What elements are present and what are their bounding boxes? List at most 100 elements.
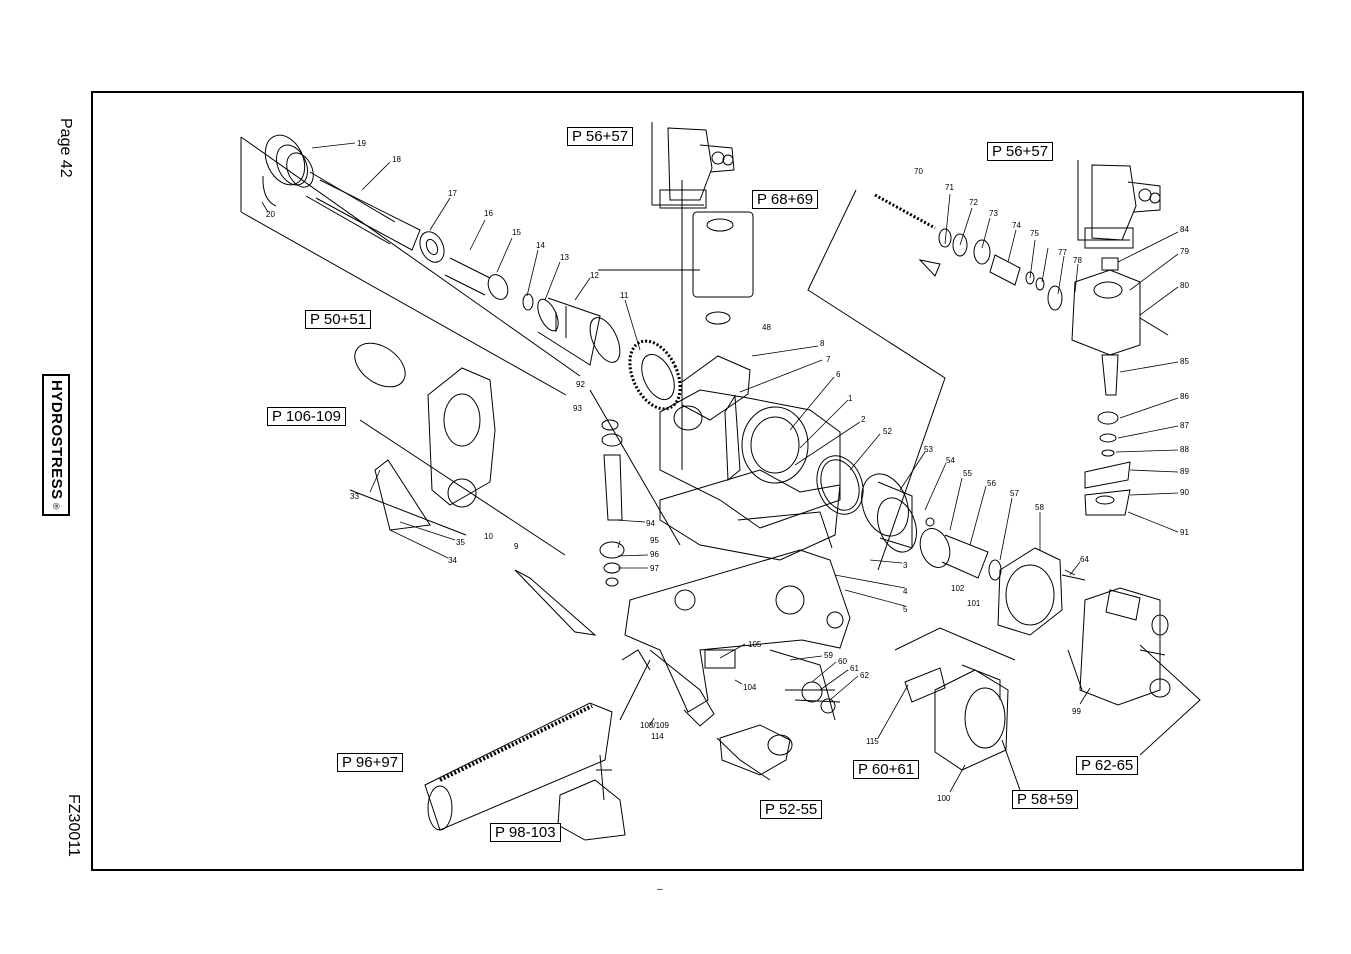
part-54: 54 xyxy=(946,456,955,465)
valve-block-icon xyxy=(1067,587,1201,756)
part-73: 73 xyxy=(989,209,998,218)
part-33: 33 xyxy=(350,492,359,501)
ref-p50-51: P 50+51 xyxy=(305,310,372,329)
part-84: 84 xyxy=(1180,225,1189,234)
part-86: 86 xyxy=(1180,392,1189,401)
part-85: 85 xyxy=(1180,357,1189,366)
gearbox-housing-icon xyxy=(598,180,841,561)
part-4: 4 xyxy=(903,587,908,596)
part-2: 2 xyxy=(861,415,866,424)
part-6: 6 xyxy=(836,370,841,379)
part-55: 55 xyxy=(963,469,972,478)
part-11: 11 xyxy=(620,291,629,300)
drawing-frame xyxy=(91,91,1304,871)
shaft-assembly-icon xyxy=(240,134,621,396)
gear-train-icon xyxy=(807,189,1063,571)
part-75: 75 xyxy=(1030,229,1039,238)
part-78: 78 xyxy=(1073,256,1082,265)
part-53: 53 xyxy=(924,445,933,454)
part-100: 100 xyxy=(937,794,951,803)
part-94: 94 xyxy=(646,519,655,528)
ref-p106-109: P 106-109 xyxy=(267,407,346,426)
part-1: 1 xyxy=(848,394,853,403)
part-12: 12 xyxy=(590,271,599,280)
part-97: 97 xyxy=(650,564,659,573)
part-62: 62 xyxy=(860,671,869,680)
hydraulic-motor-icon xyxy=(651,122,735,209)
part-92: 92 xyxy=(576,380,585,389)
ref-p58-59: P 58+59 xyxy=(1012,790,1079,809)
part-77: 77 xyxy=(1058,248,1067,257)
part-numbers: 19 18 20 17 16 15 14 13 12 11 48 8 7 6 1… xyxy=(266,139,1189,803)
part-5: 5 xyxy=(903,605,908,614)
part-105: 105 xyxy=(748,640,762,649)
part-7: 7 xyxy=(826,355,831,364)
part-90: 90 xyxy=(1180,488,1189,497)
part-95: 95 xyxy=(650,536,659,545)
part-99: 99 xyxy=(1072,707,1081,716)
valve-block-icon xyxy=(1071,257,1169,516)
part-3: 3 xyxy=(903,561,908,570)
ref-p52-55: P 52-55 xyxy=(760,800,823,819)
part-16: 16 xyxy=(484,209,493,218)
part-104: 104 xyxy=(743,683,757,692)
cover-plate-icon xyxy=(349,342,597,636)
part-114: 114 xyxy=(651,732,664,741)
hydraulic-motor-icon xyxy=(894,627,1021,791)
rack-icon xyxy=(424,702,626,841)
seal-ring-icon xyxy=(816,455,1002,581)
part-74: 74 xyxy=(1012,221,1021,230)
part-20: 20 xyxy=(266,210,275,219)
part-91: 91 xyxy=(1180,528,1189,537)
part-10: 10 xyxy=(484,532,493,541)
part-64: 64 xyxy=(1080,555,1089,564)
ref-p62-65: P 62-65 xyxy=(1076,756,1139,775)
part-8: 8 xyxy=(820,339,825,348)
bearing-stack-icon xyxy=(589,389,681,587)
ref-p96-97: P 96+97 xyxy=(337,753,404,772)
part-96: 96 xyxy=(650,550,659,559)
part-79: 79 xyxy=(1180,247,1189,256)
part-13: 13 xyxy=(560,253,569,262)
part-71: 71 xyxy=(945,183,954,192)
clamp-holder-icon xyxy=(619,649,793,781)
part-59: 59 xyxy=(824,651,833,660)
part-60: 60 xyxy=(838,657,847,666)
part-35: 35 xyxy=(456,538,465,547)
part-34: 34 xyxy=(448,556,457,565)
ref-p60-61: P 60+61 xyxy=(853,760,920,779)
part-17: 17 xyxy=(448,189,457,198)
base-frame-icon xyxy=(624,549,851,727)
part-52: 52 xyxy=(883,427,892,436)
part-9: 9 xyxy=(514,542,519,551)
part-15: 15 xyxy=(512,228,521,237)
part-58: 58 xyxy=(1035,503,1044,512)
part-115: 115 xyxy=(866,737,879,746)
ref-p68-69: P 68+69 xyxy=(752,190,819,209)
part-57: 57 xyxy=(1010,489,1019,498)
part-108-109: 108/109 xyxy=(640,721,669,730)
part-19: 19 xyxy=(357,139,366,148)
part-70: 70 xyxy=(914,167,923,176)
gear-icon xyxy=(628,339,682,411)
part-88: 88 xyxy=(1180,445,1189,454)
part-87: 87 xyxy=(1180,421,1189,430)
part-18: 18 xyxy=(392,155,401,164)
ref-p56-57-left: P 56+57 xyxy=(567,127,634,146)
part-80: 80 xyxy=(1180,281,1189,290)
part-89: 89 xyxy=(1180,467,1189,476)
part-14: 14 xyxy=(536,241,545,250)
leader-lines xyxy=(261,142,1179,793)
footer-mark: – xyxy=(657,884,663,895)
ref-p56-57-right: P 56+57 xyxy=(987,142,1054,161)
part-93: 93 xyxy=(573,404,582,413)
part-61: 61 xyxy=(850,664,859,673)
hydraulic-motor-icon xyxy=(1077,160,1161,249)
part-48: 48 xyxy=(762,323,771,332)
part-101: 101 xyxy=(967,599,981,608)
cover-plate-icon xyxy=(997,547,1086,636)
part-56: 56 xyxy=(987,479,996,488)
part-72: 72 xyxy=(969,198,978,207)
ref-p98-103: P 98-103 xyxy=(490,823,561,842)
